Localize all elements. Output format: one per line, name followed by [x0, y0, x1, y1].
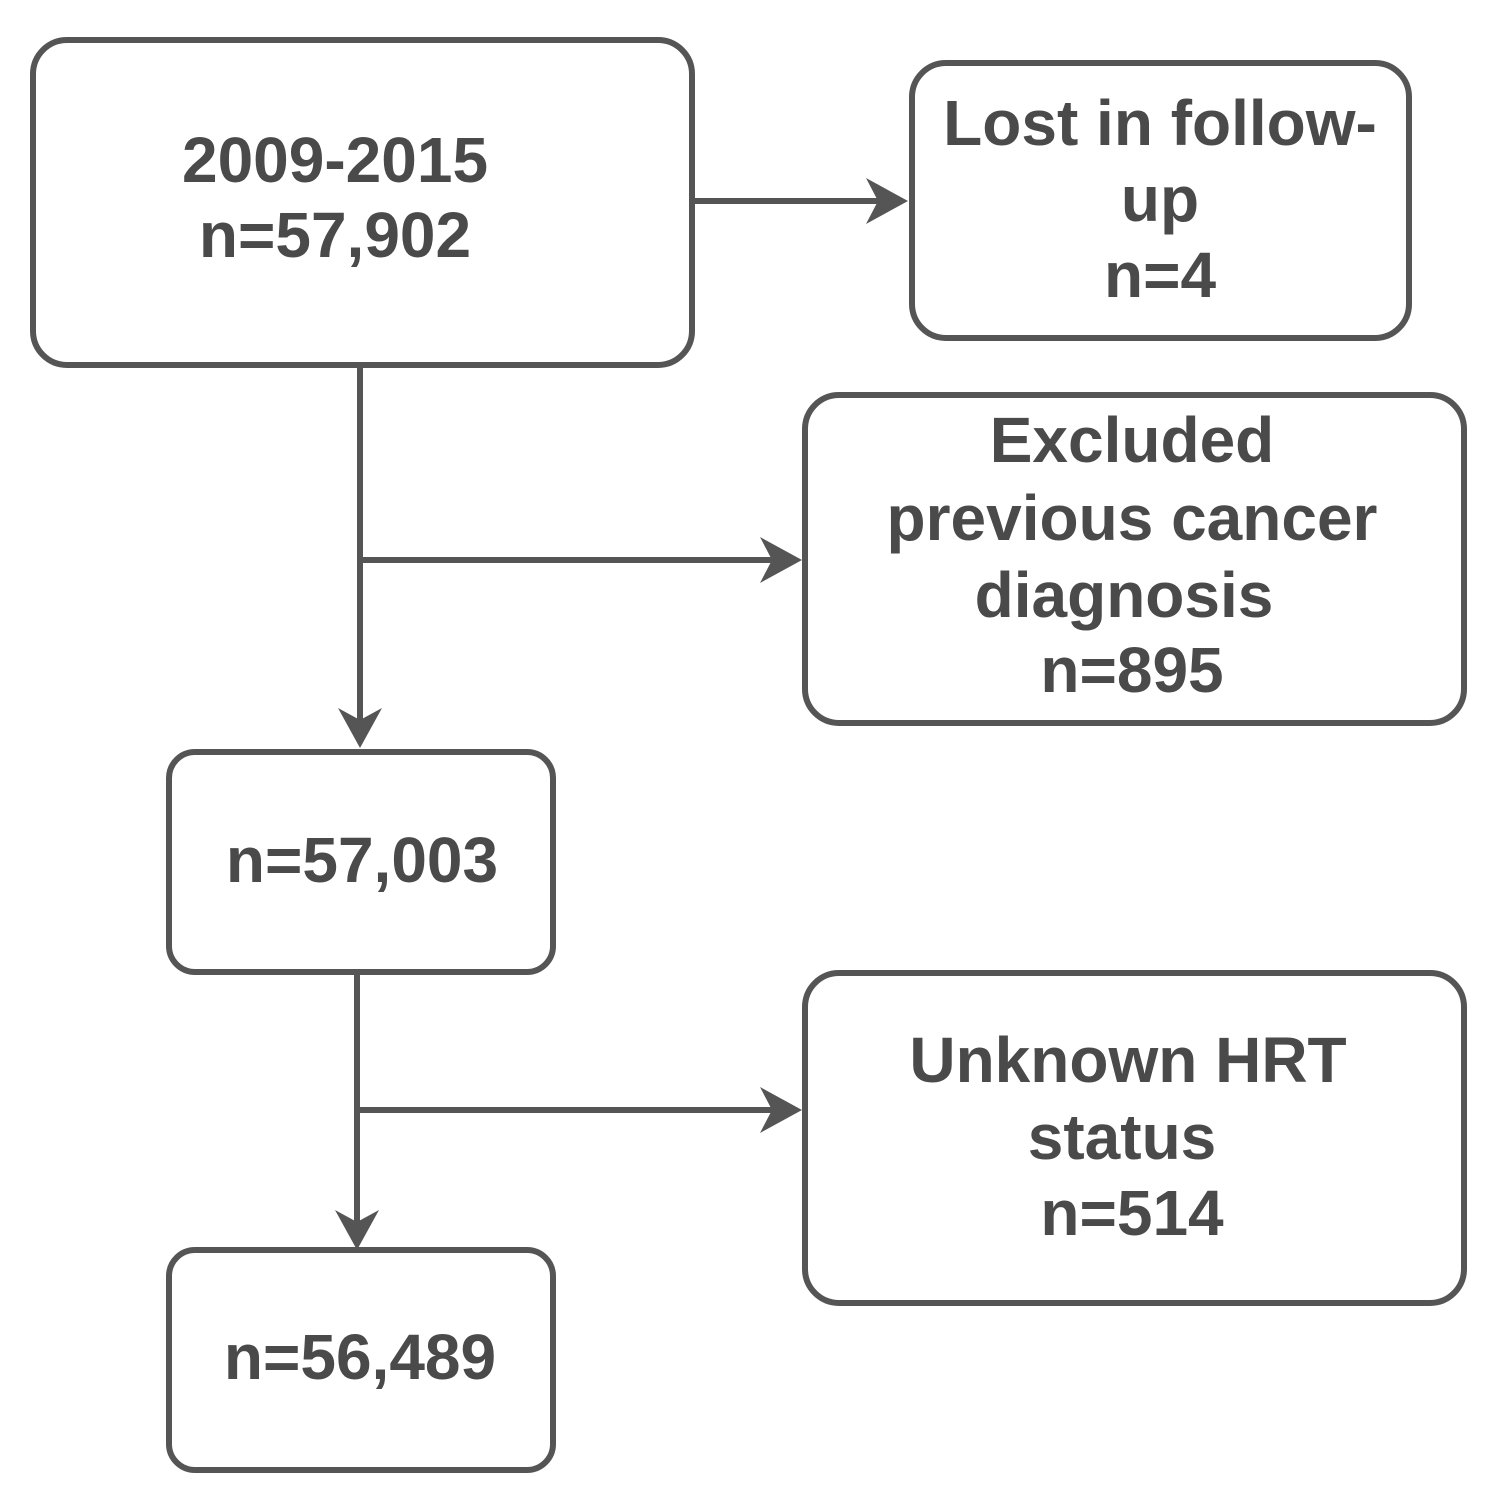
- node-unknown-hrt-box: [802, 970, 1467, 1306]
- node-lost-followup: Lost in follow- up n=4: [909, 60, 1412, 341]
- node-lost-followup-line-1: Lost in follow-: [943, 87, 1377, 159]
- node-excluded-cancer: Excluded previous cancer diagnosis n=895: [802, 392, 1467, 726]
- arrowhead-final: [335, 1210, 379, 1250]
- node-excluded-cancer-line-3: diagnosis: [975, 559, 1274, 631]
- node-start-box: [30, 37, 695, 368]
- node-excluded-cancer-line-2: previous cancer: [887, 482, 1378, 554]
- node-final-line-1: n=56,489: [224, 1321, 496, 1393]
- node-lost-followup-box: [909, 60, 1412, 341]
- node-after-exclusion: n=57,003: [166, 749, 556, 975]
- node-unknown-hrt-line-1: Unknown HRT: [909, 1024, 1346, 1096]
- node-excluded-cancer-line-4: n=895: [1040, 634, 1223, 706]
- node-after-exclusion-line-1: n=57,003: [226, 824, 498, 896]
- node-start-line-2: n=57,902: [199, 199, 471, 271]
- node-unknown-hrt-line-2: status: [1028, 1101, 1217, 1173]
- node-lost-followup-line-3: n=4: [1104, 239, 1216, 311]
- node-excluded-cancer-box: [802, 392, 1467, 726]
- node-start: 2009-2015 n=57,902: [30, 37, 695, 368]
- node-unknown-hrt: Unknown HRT status n=514: [802, 970, 1467, 1306]
- arrowhead-lost: [866, 178, 908, 224]
- node-final: n=56,489: [166, 1247, 556, 1473]
- edges: [335, 178, 908, 1250]
- arrowhead-excluded: [760, 537, 802, 583]
- node-start-line-1: 2009-2015: [182, 124, 488, 196]
- node-excluded-cancer-line-1: Excluded: [990, 404, 1275, 476]
- node-lost-followup-line-2: up: [1121, 163, 1199, 235]
- node-final-box: [166, 1247, 556, 1473]
- arrowhead-after-exclusion: [338, 708, 382, 748]
- node-after-exclusion-box: [166, 749, 556, 975]
- node-unknown-hrt-line-3: n=514: [1040, 1177, 1224, 1249]
- arrowhead-unknown-hrt: [760, 1087, 802, 1133]
